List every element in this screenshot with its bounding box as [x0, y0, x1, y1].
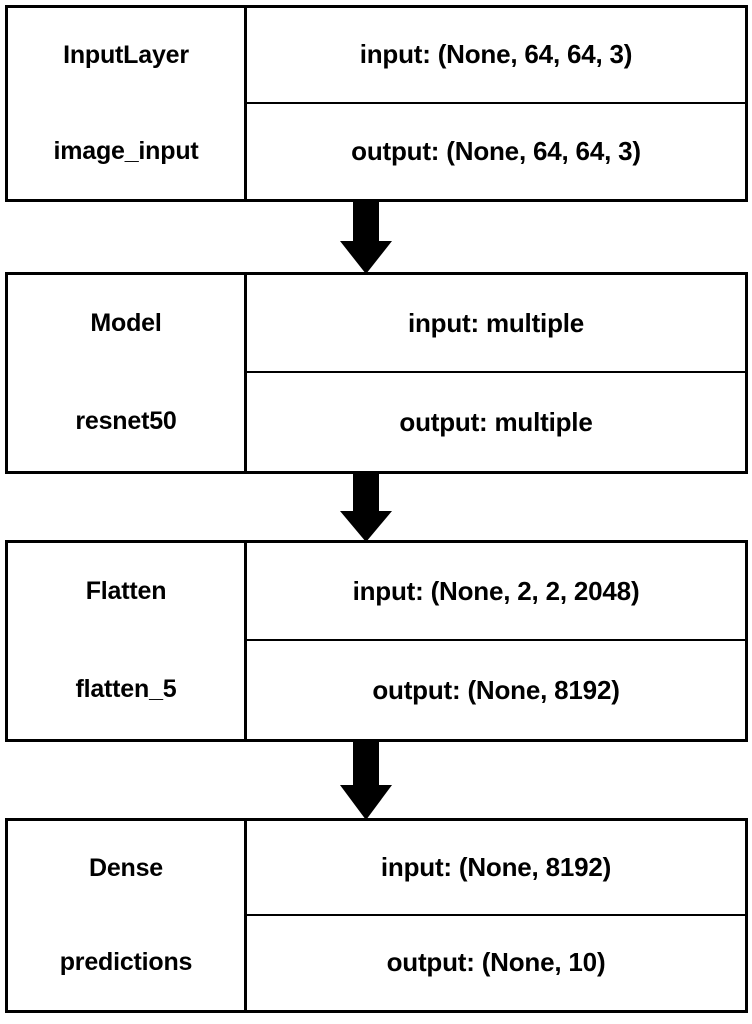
- down-arrow-icon: [340, 740, 392, 820]
- layer-instance-name: resnet50: [75, 407, 177, 436]
- layer-shapes-column: input: multiple output: multiple: [247, 275, 745, 471]
- layer-class-cell: Flatten: [8, 543, 244, 641]
- layer-identity-column: Flatten flatten_5: [8, 543, 247, 739]
- layer-class-name: Flatten: [85, 577, 167, 606]
- layer-output-shape: output: (None, 64, 64, 3): [351, 135, 641, 166]
- layer-input-shape-cell: input: (None, 2, 2, 2048): [247, 543, 745, 641]
- layer-class-cell: Dense: [8, 821, 244, 916]
- down-arrow-icon: [340, 200, 392, 274]
- layer-output-shape: output: multiple: [399, 406, 593, 437]
- layer-output-shape-cell: output: (None, 10): [247, 916, 745, 1011]
- layer-instance-cell: image_input: [8, 104, 244, 200]
- layer-identity-column: Model resnet50: [8, 275, 247, 471]
- connector-arrow-resnet-to-flatten: [330, 472, 402, 542]
- layer-identity-column: Dense predictions: [8, 821, 247, 1010]
- layer-class-cell: Model: [8, 275, 244, 373]
- layer-block-dense-predictions[interactable]: Dense predictions input: (None, 8192) ou…: [5, 818, 748, 1013]
- layer-output-shape-cell: output: multiple: [247, 373, 745, 471]
- layer-instance-cell: flatten_5: [8, 641, 244, 739]
- layer-instance-name: image_input: [53, 136, 199, 165]
- layer-output-shape-cell: output: (None, 64, 64, 3): [247, 104, 745, 200]
- layer-shapes-column: input: (None, 8192) output: (None, 10): [247, 821, 745, 1010]
- layer-input-shape: input: (None, 64, 64, 3): [359, 39, 633, 70]
- layer-input-shape-cell: input: multiple: [247, 275, 745, 373]
- layer-class-name: Model: [90, 309, 162, 338]
- layer-class-cell: InputLayer: [8, 8, 244, 104]
- layer-class-name: Dense: [88, 853, 164, 882]
- layer-instance-cell: predictions: [8, 916, 244, 1011]
- layer-shapes-column: input: (None, 2, 2, 2048) output: (None,…: [247, 543, 745, 739]
- layer-input-shape-cell: input: (None, 64, 64, 3): [247, 8, 745, 104]
- layer-class-name: InputLayer: [63, 41, 189, 69]
- layer-identity-column: InputLayer image_input: [8, 8, 247, 199]
- layer-block-flatten[interactable]: Flatten flatten_5 input: (None, 2, 2, 20…: [5, 540, 748, 742]
- layer-instance-name: predictions: [59, 948, 193, 976]
- layer-output-shape: output: (None, 10): [386, 947, 606, 978]
- layer-block-model-resnet50[interactable]: Model resnet50 input: multiple output: m…: [5, 272, 748, 474]
- connector-arrow-flatten-to-dense: [330, 740, 402, 820]
- layer-input-shape: input: (None, 8192): [380, 851, 612, 882]
- layer-output-shape: output: (None, 8192): [372, 674, 620, 705]
- down-arrow-icon: [340, 472, 392, 542]
- connector-arrow-input-to-resnet: [330, 200, 402, 274]
- layer-block-input-layer[interactable]: InputLayer image_input input: (None, 64,…: [5, 5, 748, 202]
- layer-input-shape: input: (None, 2, 2, 2048): [352, 575, 640, 606]
- layer-shapes-column: input: (None, 64, 64, 3) output: (None, …: [247, 8, 745, 199]
- layer-input-shape: input: multiple: [407, 307, 585, 338]
- layer-output-shape-cell: output: (None, 8192): [247, 641, 745, 739]
- layer-instance-name: flatten_5: [75, 675, 177, 704]
- layer-input-shape-cell: input: (None, 8192): [247, 821, 745, 916]
- layer-instance-cell: resnet50: [8, 373, 244, 471]
